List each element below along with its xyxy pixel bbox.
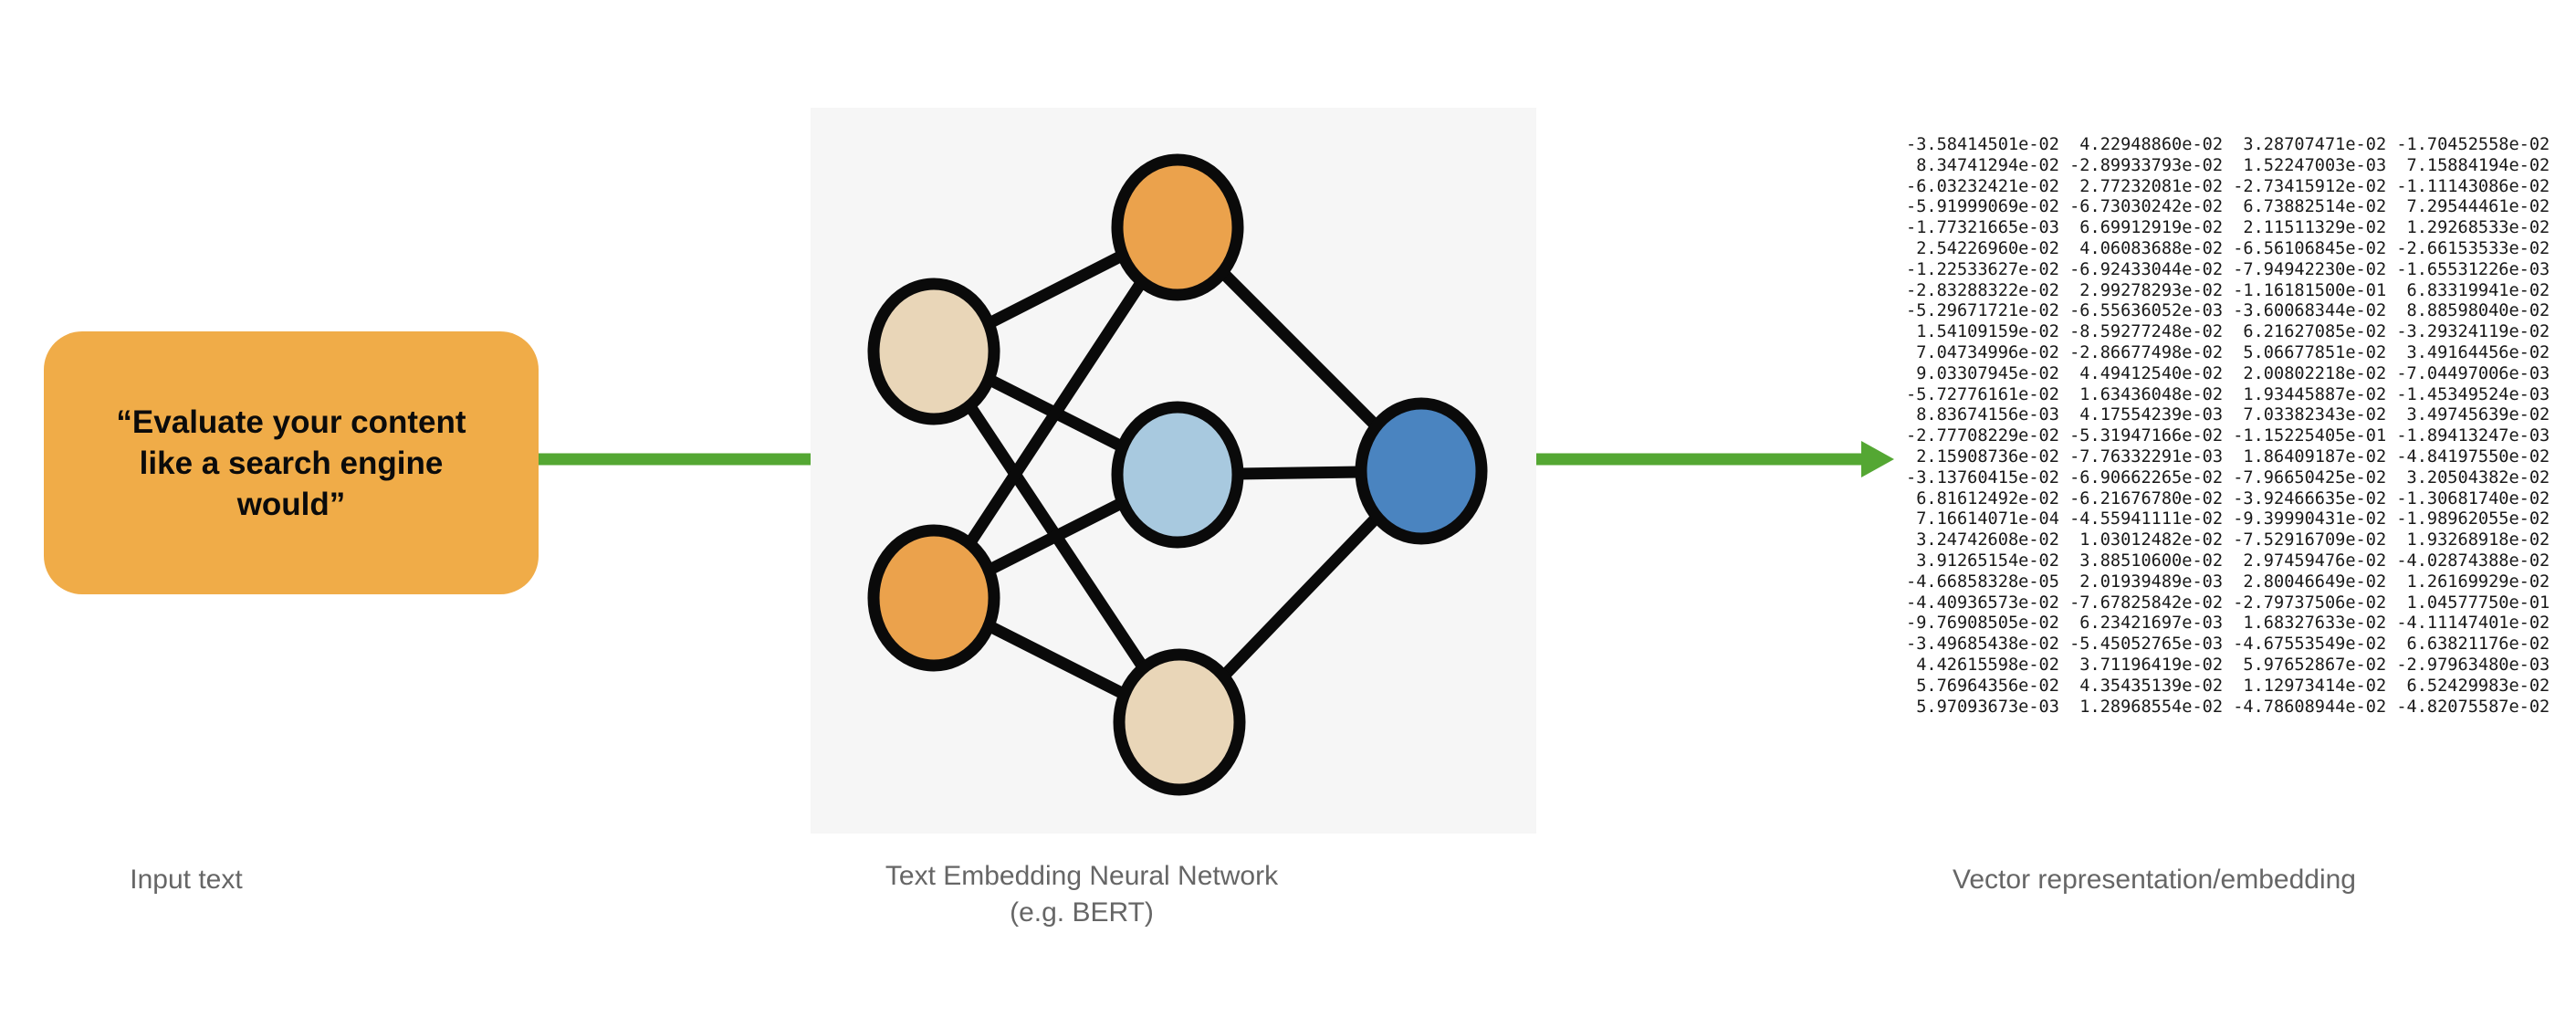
vector-label: Vector representation/embedding [1953,865,2356,895]
network-node-blue_right [1355,397,1488,545]
network-node-beige_bottom [1113,648,1246,796]
input-text-box: “Evaluate your content like a search eng… [44,331,539,594]
embedding-matrix: -3.58414501e-02 4.22948860e-02 3.2870747… [1906,135,2550,717]
network-label: Text Embedding Neural Network (e.g. BERT… [808,858,1356,931]
network-panel [811,108,1536,834]
network-label-line1: Text Embedding Neural Network [885,861,1279,891]
network-node-tan_left [867,278,1000,425]
input-quote-text: “Evaluate your content like a search eng… [116,404,466,522]
network-label-line2: (e.g. BERT) [1010,897,1154,928]
network-edge [928,224,1183,602]
neural-network-diagram [867,153,1488,796]
arrow-right-icon-right [1536,441,1894,477]
network-node-orange_top [1111,153,1244,301]
network-node-blue_center [1111,401,1244,549]
network-node-orange_bottom_left [867,524,1000,672]
input-label: Input text [130,865,243,895]
